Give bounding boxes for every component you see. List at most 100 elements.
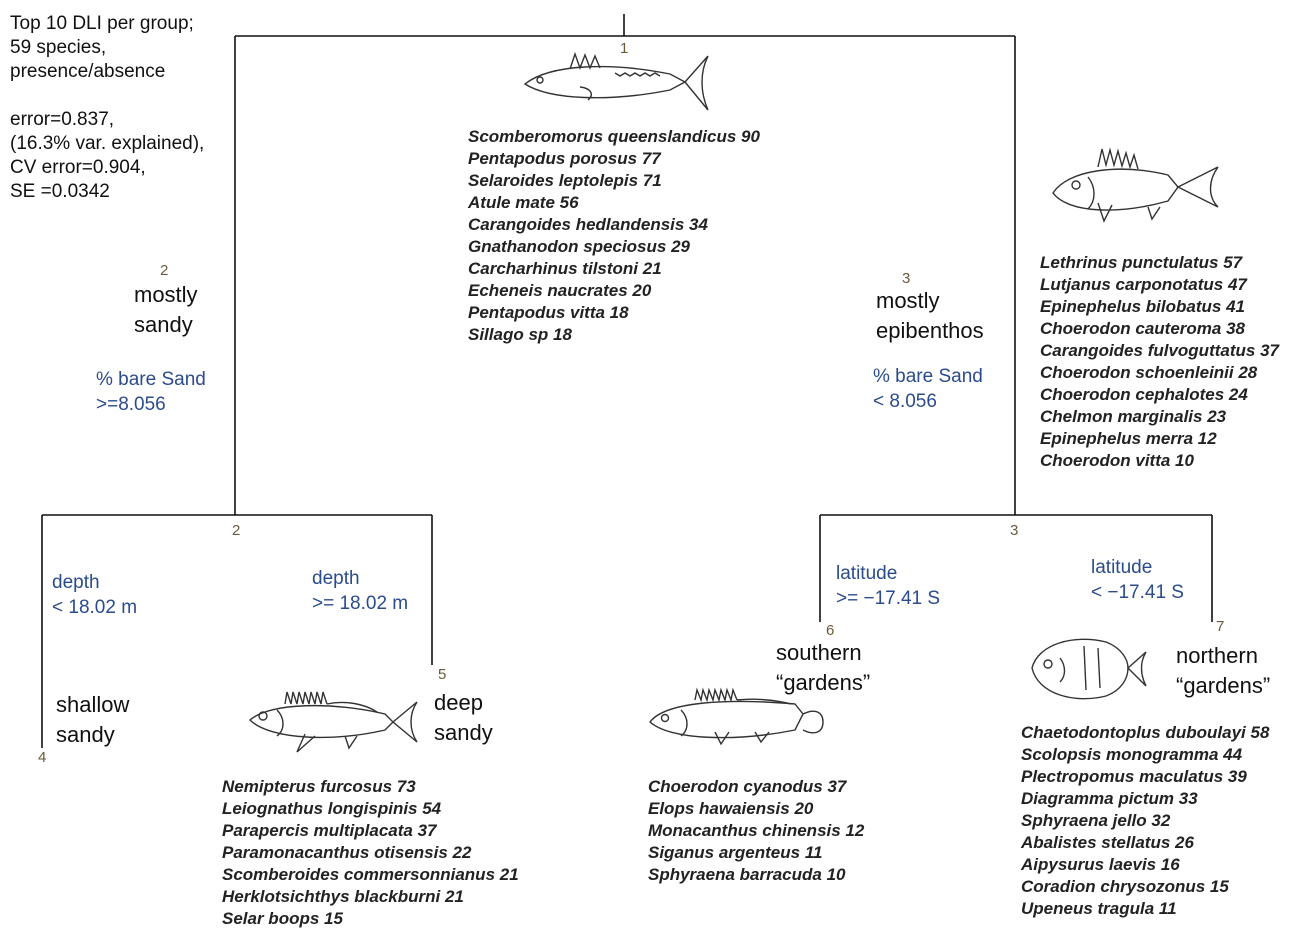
node-3-number: 3	[902, 270, 911, 287]
node-3-species-list: Lethrinus punctulatus 57 Lutjanus carpon…	[1040, 252, 1279, 472]
species-item: Scomberomorus queenslandicus 90	[468, 127, 760, 146]
node-3-split-threshold: < 8.056	[873, 391, 937, 412]
node-3-split-variable: % bare Sand	[873, 366, 983, 387]
node-6-split-rule: latitude >= −17.41 S	[836, 561, 940, 611]
species-item: Choerodon schoenleinii 28	[1040, 363, 1258, 382]
header-line-2: 59 species,	[10, 37, 107, 58]
node-4-label: shallow sandy	[56, 690, 129, 750]
header-line-1: Top 10 DLI per group;	[10, 13, 194, 34]
node-2-label: mostly sandy	[134, 280, 198, 340]
species-item: Choerodon cyanodus 37	[648, 777, 847, 796]
species-item: Echeneis naucrates 20	[468, 281, 652, 300]
species-item: Herklotsichthys blackburni 21	[222, 887, 464, 906]
species-item: Carangoides fulvoguttatus 37	[1040, 341, 1279, 360]
species-item: Choerodon cauteroma 38	[1040, 319, 1245, 338]
species-item: Monacanthus chinensis 12	[648, 821, 865, 840]
node-4-number: 4	[38, 749, 47, 766]
species-item: Paramonacanthus otisensis 22	[222, 843, 472, 862]
node-7-split-rule: latitude < −17.41 S	[1091, 555, 1184, 605]
stat-var-explained: (16.3% var. explained),	[10, 133, 205, 154]
node-4-split-threshold: < 18.02 m	[52, 597, 138, 618]
species-item: Carangoides hedlandensis 34	[468, 215, 708, 234]
mackerel-fish-icon	[520, 51, 715, 122]
node-7-split-variable: latitude	[1091, 557, 1153, 578]
species-item: Elops hawaiensis 20	[648, 799, 814, 818]
species-item: Scolopsis monogramma 44	[1021, 745, 1243, 764]
species-item: Choerodon vitta 10	[1040, 451, 1194, 470]
node-4-split-variable: depth	[52, 572, 100, 593]
stat-se: SE =0.0342	[10, 181, 110, 202]
species-item: Sillago sp 18	[468, 325, 572, 344]
stat-error: error=0.837,	[10, 109, 115, 130]
header-line-3: presence/absence	[10, 61, 166, 82]
species-item: Lutjanus carponotatus 47	[1040, 275, 1247, 294]
node-1-species-list: Scomberomorus queenslandicus 90 Pentapod…	[468, 126, 760, 346]
node-4-label-line-1: shallow	[56, 692, 130, 717]
node-2-split-threshold: >=8.056	[96, 394, 166, 415]
tuskfish-fish-icon	[645, 687, 830, 753]
node-6-label-line-2: “gardens”	[776, 670, 871, 695]
node-4-label-line-2: sandy	[56, 722, 115, 747]
node-6-species-list: Choerodon cyanodus 37 Elops hawaiensis 2…	[648, 776, 864, 886]
species-item: Lethrinus punctulatus 57	[1040, 253, 1243, 272]
node-6-split-threshold: >= −17.41 S	[836, 588, 941, 609]
node-7-label: northern “gardens”	[1176, 641, 1270, 701]
node-7-label-line-2: “gardens”	[1176, 673, 1271, 698]
node-2-split-variable: % bare Sand	[96, 369, 206, 390]
node-5-label: deep sandy	[434, 688, 493, 748]
node-6-label-line-1: southern	[776, 640, 862, 665]
species-item: Gnathanodon speciosus 29	[468, 237, 690, 256]
angelfish-fish-icon	[1024, 628, 1154, 713]
stat-cv-error: CV error=0.904,	[10, 157, 146, 178]
species-item: Atule mate 56	[468, 193, 579, 212]
node-5-number: 5	[438, 666, 447, 683]
node-2-number: 2	[160, 262, 169, 279]
species-item: Upeneus tragula 11	[1021, 899, 1177, 918]
species-item: Pentapodus porosus 77	[468, 149, 661, 168]
species-item: Pentapodus vitta 18	[468, 303, 629, 322]
node-1-number: 1	[620, 40, 629, 57]
node-6-split-variable: latitude	[836, 563, 898, 584]
node-3-fork-number: 3	[1010, 522, 1019, 539]
species-item: Sphyraena jello 32	[1021, 811, 1171, 830]
species-item: Carcharhinus tilstoni 21	[468, 259, 662, 278]
species-item: Sphyraena barracuda 10	[648, 865, 846, 884]
header-text: Top 10 DLI per group; 59 species, presen…	[10, 12, 194, 84]
species-item: Scomberoides commersonnianus 21	[222, 865, 519, 884]
species-item: Selaroides leptolepis 71	[468, 171, 662, 190]
species-item: Chelmon marginalis 23	[1040, 407, 1227, 426]
node-5-species-list: Nemipterus furcosus 73 Leiognathus longi…	[222, 776, 519, 930]
species-item: Nemipterus furcosus 73	[222, 777, 416, 796]
node-5-label-line-2: sandy	[434, 720, 493, 745]
node-2-split-rule: % bare Sand >=8.056	[96, 367, 206, 417]
node-2-label-line-1: mostly	[134, 282, 198, 307]
node-7-split-threshold: < −17.41 S	[1091, 582, 1184, 603]
node-5-label-line-1: deep	[434, 690, 483, 715]
node-7-number: 7	[1216, 618, 1225, 635]
node-6-number: 6	[826, 622, 835, 639]
species-item: Plectropomus maculatus 39	[1021, 767, 1247, 786]
node-4-split-rule: depth < 18.02 m	[52, 570, 137, 620]
node-7-label-line-1: northern	[1176, 643, 1258, 668]
species-item: Diagramma pictum 33	[1021, 789, 1198, 808]
node-6-label: southern “gardens”	[776, 638, 870, 698]
emperor-fish-icon	[1048, 145, 1223, 240]
node-3-split-rule: % bare Sand < 8.056	[873, 364, 983, 414]
species-item: Siganus argenteus 11	[648, 843, 823, 862]
node-3-label-line-1: mostly	[876, 288, 940, 313]
node-2-fork-number: 2	[232, 522, 241, 539]
node-3-label-line-2: epibenthos	[876, 318, 984, 343]
species-item: Coradion chrysozonus 15	[1021, 877, 1229, 896]
node-3-label: mostly epibenthos	[876, 286, 984, 346]
species-item: Abalistes stellatus 26	[1021, 833, 1194, 852]
node-5-split-rule: depth >= 18.02 m	[312, 566, 408, 616]
species-item: Parapercis multiplacata 37	[222, 821, 437, 840]
species-item: Epinephelus merra 12	[1040, 429, 1217, 448]
node-7-species-list: Chaetodontoplus duboulayi 58 Scolopsis m…	[1021, 722, 1269, 920]
node-2-label-line-2: sandy	[134, 312, 193, 337]
species-item: Choerodon cephalotes 24	[1040, 385, 1248, 404]
species-item: Epinephelus bilobatus 41	[1040, 297, 1245, 316]
species-item: Chaetodontoplus duboulayi 58	[1021, 723, 1270, 742]
species-item: Selar boops 15	[222, 909, 343, 928]
